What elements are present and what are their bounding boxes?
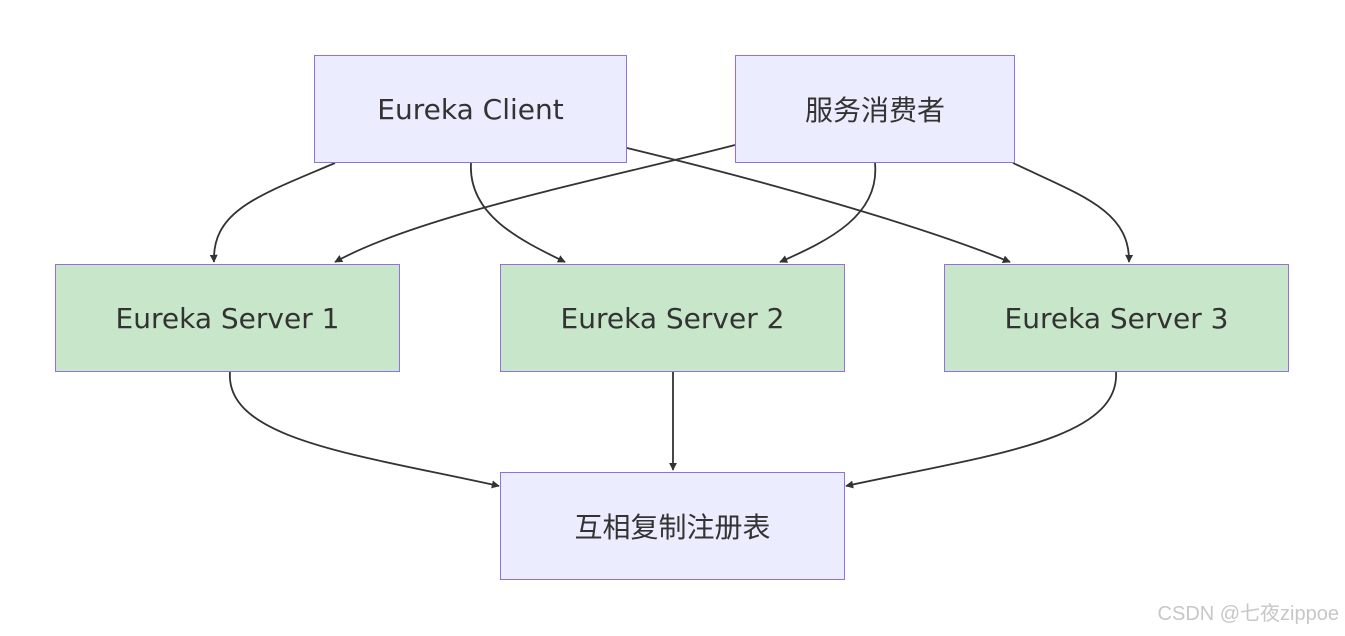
node-label: Eureka Server 1 — [115, 301, 340, 335]
edge-client-server1 — [209, 162, 336, 263]
node-eureka-server-3: Eureka Server 3 — [944, 264, 1289, 372]
edge-server3-registry — [845, 371, 1117, 489]
node-label: 互相复制注册表 — [574, 511, 771, 544]
node-eureka-server-1: Eureka Server 1 — [55, 264, 400, 372]
edge-client-server2 — [470, 162, 566, 263]
node-label: Eureka Server 3 — [1004, 301, 1229, 335]
edge-client-server3 — [626, 147, 1011, 263]
watermark: CSDN @七夜zippoe — [1157, 603, 1339, 625]
edge-consumer-server3 — [1012, 162, 1134, 263]
node-service-consumer: 服务消费者 — [735, 55, 1015, 163]
edge-server1-registry — [229, 371, 500, 489]
node-label: 服务消费者 — [804, 94, 945, 127]
node-label: Eureka Client — [377, 92, 564, 126]
node-label: Eureka Server 2 — [560, 301, 785, 335]
node-eureka-client: Eureka Client — [314, 55, 627, 163]
node-eureka-server-2: Eureka Server 2 — [500, 264, 845, 372]
edge-consumer-server2 — [779, 162, 877, 263]
edge-consumer-server1 — [334, 144, 736, 263]
node-replicate-registry: 互相复制注册表 — [500, 472, 845, 580]
